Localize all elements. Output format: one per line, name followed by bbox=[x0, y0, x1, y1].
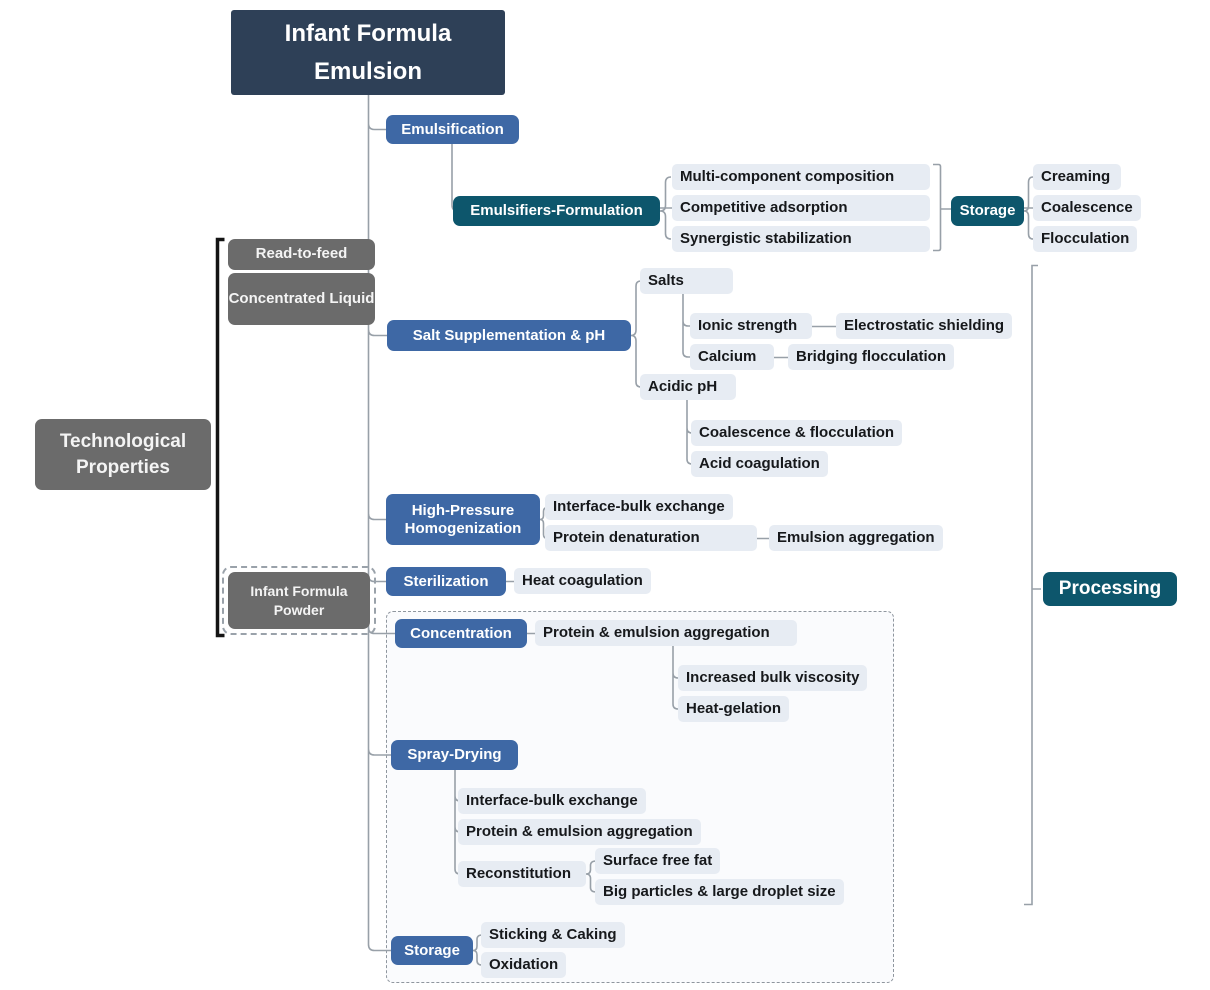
leaf-protein-emulsion-aggregation-spray: Protein & emulsion aggregation bbox=[458, 819, 701, 845]
leaf-calcium: Calcium bbox=[690, 344, 774, 370]
leaf-multi-component-composition: Multi-component composition bbox=[672, 164, 930, 190]
leaf-protein-denaturation: Protein denaturation bbox=[545, 525, 757, 551]
homogenization-node: High-Pressure Homogenization bbox=[386, 494, 540, 545]
leaf-coalescence: Coalescence bbox=[1033, 195, 1141, 221]
salt-supplementation-node: Salt Supplementation & pH bbox=[387, 320, 631, 351]
leaf-heat-gelation: Heat-gelation bbox=[678, 696, 790, 722]
leaf-salts: Salts bbox=[640, 268, 733, 294]
leaf-interface-bulk-exchange-hph: Interface-bulk exchange bbox=[545, 494, 733, 520]
processing-bracket bbox=[1024, 264, 1041, 906]
technological-properties-node: Technological Properties bbox=[35, 419, 211, 490]
leaf-increased-bulk-viscosity: Increased bulk viscosity bbox=[678, 665, 868, 691]
ready-to-feed-node: Read-to-feed bbox=[228, 239, 375, 270]
leaf-electrostatic-shielding: Electrostatic shielding bbox=[836, 313, 1013, 339]
leaf-competitive-adsorption: Competitive adsorption bbox=[672, 195, 930, 221]
leaf-coalescence-flocculation: Coalescence & flocculation bbox=[691, 420, 903, 446]
leaf-emulsion-aggregation: Emulsion aggregation bbox=[769, 525, 943, 551]
leaf-synergistic-stabilization: Synergistic stabilization bbox=[672, 226, 930, 252]
leaf-interface-bulk-exchange-spray: Interface-bulk exchange bbox=[458, 788, 646, 814]
infant-formula-powder-node: Infant Formula Powder bbox=[228, 572, 370, 629]
emulsifiers-formulation-node: Emulsifiers-Formulation bbox=[453, 196, 660, 226]
processing-node: Processing bbox=[1043, 572, 1177, 606]
leaf-bridging-flocculation: Bridging flocculation bbox=[788, 344, 954, 370]
root-node: Infant Formula Emulsion bbox=[231, 10, 505, 95]
emulsification-node: Emulsification bbox=[386, 115, 519, 144]
leaf-flocculation: Flocculation bbox=[1033, 226, 1138, 252]
infant-formula-powder-dashed-outline: Infant Formula Powder bbox=[222, 566, 376, 635]
leaf-big-particles-large-droplet-size: Big particles & large droplet size bbox=[595, 879, 844, 905]
sterilization-node: Sterilization bbox=[386, 567, 506, 596]
emulsion-storage-node: Storage bbox=[951, 196, 1024, 226]
leaf-heat-coagulation: Heat coagulation bbox=[514, 568, 651, 594]
leaf-protein-emulsion-aggregation-conc: Protein & emulsion aggregation bbox=[535, 620, 797, 646]
powder-storage-node: Storage bbox=[391, 936, 473, 965]
leaf-acid-coagulation: Acid coagulation bbox=[691, 451, 828, 477]
leaf-surface-free-fat: Surface free fat bbox=[595, 848, 721, 874]
leaf-oxidation: Oxidation bbox=[481, 952, 567, 978]
concentration-node: Concentration bbox=[395, 619, 527, 648]
spray-drying-node: Spray-Drying bbox=[391, 740, 518, 770]
leaf-reconstitution: Reconstitution bbox=[458, 861, 586, 887]
leaf-ionic-strength: Ionic strength bbox=[690, 313, 812, 339]
concentrated-liquid-node: Concentrated Liquid bbox=[228, 273, 375, 325]
leaf-acidic-ph: Acidic pH bbox=[640, 374, 736, 400]
leaf-sticking-caking: Sticking & Caking bbox=[481, 922, 625, 948]
leaf-creaming: Creaming bbox=[1033, 164, 1121, 190]
